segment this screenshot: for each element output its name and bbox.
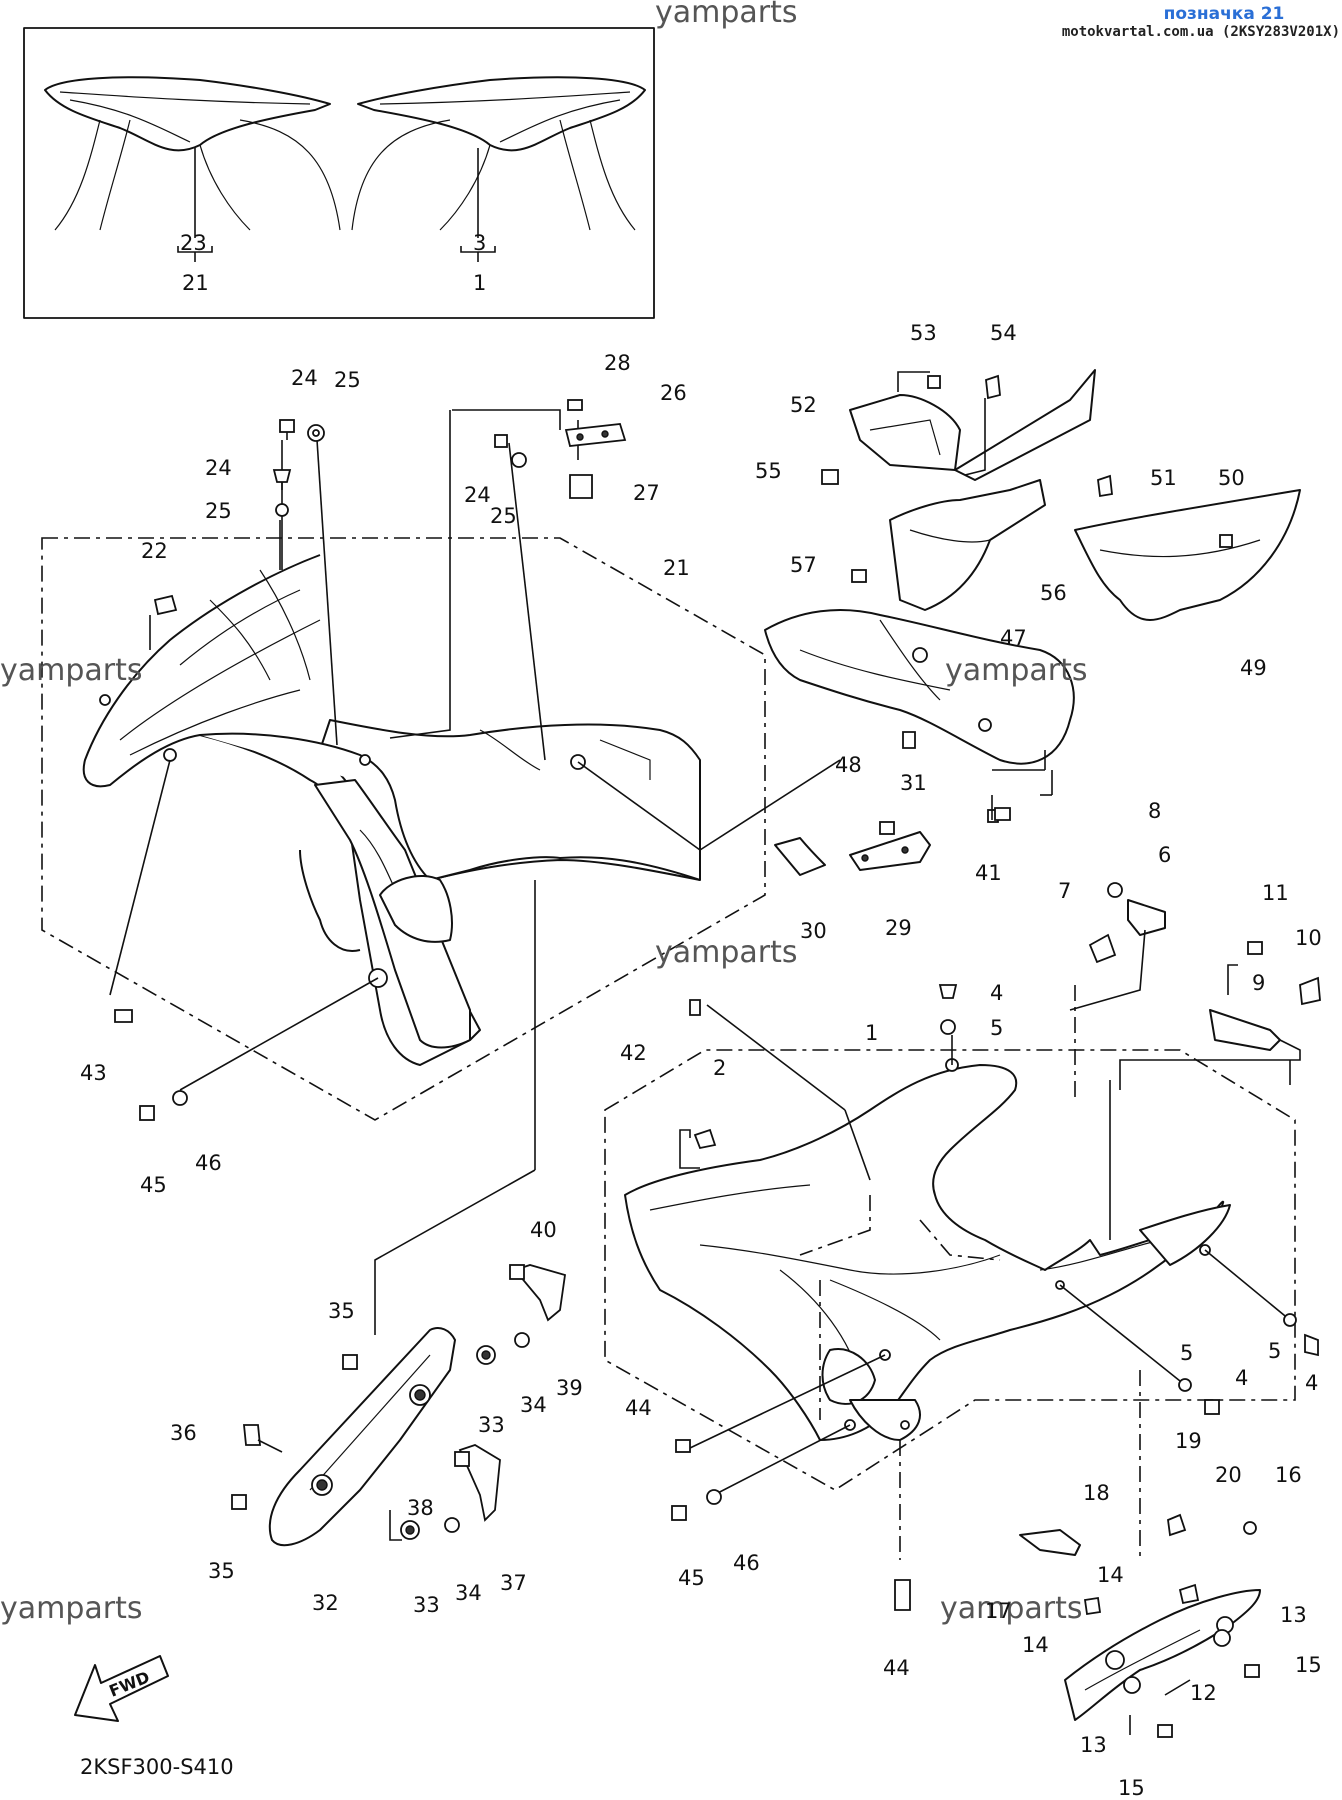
- callout-5: 5: [990, 1016, 1003, 1040]
- watermark: yamparts: [940, 1591, 1083, 1626]
- callout-25: 25: [490, 504, 517, 528]
- callout-20: 20: [1215, 1463, 1242, 1487]
- callout-4: 4: [990, 981, 1003, 1005]
- callout-31: 31: [900, 771, 927, 795]
- callout-15: 15: [1118, 1776, 1145, 1800]
- callout-18: 18: [1083, 1481, 1110, 1505]
- callout-4: 4: [1235, 1366, 1248, 1390]
- callout-13: 13: [1080, 1733, 1107, 1757]
- callout-8: 8: [1148, 799, 1161, 823]
- callout-22: 22: [141, 539, 168, 563]
- callout-28: 28: [604, 351, 631, 375]
- callout-35: 35: [328, 1299, 355, 1323]
- callout-41: 41: [975, 861, 1002, 885]
- callout-16: 16: [1275, 1463, 1302, 1487]
- callout-27: 27: [633, 481, 660, 505]
- left-side-cowling: [41, 537, 766, 1121]
- fwd-arrow: FWD: [74, 1655, 169, 1722]
- callout-15: 15: [1295, 1653, 1322, 1677]
- callout-1: 1: [865, 1021, 878, 1045]
- watermark: yamparts: [655, 0, 798, 30]
- callout-44: 44: [625, 1396, 652, 1420]
- callout-21: 21: [663, 556, 690, 580]
- callout-2: 2: [713, 1056, 726, 1080]
- callout-labels: 23 21 3 1 24 25 24 25 22 28 26 27 24 25 …: [80, 231, 1322, 1800]
- header-source: motokvartal.com.ua (2KSY283V201X): [1061, 24, 1340, 40]
- right-brackets-6-11: [1069, 882, 1321, 1100]
- watermark: yamparts: [0, 1591, 143, 1626]
- callout-12: 12: [1190, 1681, 1217, 1705]
- callout-46: 46: [733, 1551, 760, 1575]
- callout-37: 37: [500, 1571, 527, 1595]
- upper-right-brackets: [764, 369, 1301, 821]
- lower-left-cover: [231, 1264, 567, 1547]
- callout-3: 3: [473, 231, 486, 255]
- callout-24: 24: [464, 483, 491, 507]
- inset-panel: [23, 27, 655, 319]
- callout-7: 7: [1058, 879, 1071, 903]
- callout-17: 17: [985, 1599, 1012, 1623]
- callout-33: 33: [413, 1593, 440, 1617]
- callout-13: 13: [1280, 1603, 1307, 1627]
- callout-32: 32: [312, 1591, 339, 1615]
- callout-26: 26: [660, 381, 687, 405]
- bracket-29-30-31: [774, 770, 1053, 876]
- callout-21: 21: [182, 271, 209, 295]
- callout-44: 44: [883, 1656, 910, 1680]
- callout-19: 19: [1175, 1429, 1202, 1453]
- callout-38: 38: [407, 1496, 434, 1520]
- callout-50: 50: [1218, 466, 1245, 490]
- callout-33: 33: [478, 1413, 505, 1437]
- lower-right-panel: [1019, 1513, 1261, 1738]
- callout-34: 34: [455, 1581, 482, 1605]
- callout-57: 57: [790, 553, 817, 577]
- callout-5: 5: [1268, 1339, 1281, 1363]
- callout-43: 43: [80, 1061, 107, 1085]
- callout-6: 6: [1158, 843, 1171, 867]
- callout-9: 9: [1252, 971, 1265, 995]
- watermark: yamparts: [655, 935, 798, 970]
- callout-55: 55: [755, 459, 782, 483]
- callout-10: 10: [1295, 926, 1322, 950]
- callout-54: 54: [990, 321, 1017, 345]
- callout-40: 40: [530, 1218, 557, 1242]
- callout-46: 46: [195, 1151, 222, 1175]
- left-hardware: [114, 399, 627, 1121]
- callout-47: 47: [1000, 626, 1027, 650]
- callout-29: 29: [885, 916, 912, 940]
- callout-36: 36: [170, 1421, 197, 1445]
- callout-35: 35: [208, 1559, 235, 1583]
- callout-56: 56: [1040, 581, 1067, 605]
- callout-25: 25: [205, 499, 232, 523]
- callout-5: 5: [1180, 1341, 1193, 1365]
- right-leaders: [679, 1004, 1291, 1498]
- callout-30: 30: [800, 919, 827, 943]
- callout-14: 14: [1022, 1633, 1049, 1657]
- callout-11: 11: [1262, 881, 1289, 905]
- callout-23: 23: [180, 231, 207, 255]
- callout-24: 24: [291, 366, 318, 390]
- diagram-code: 2KSF300-S410: [80, 1755, 234, 1779]
- right-hardware: [671, 984, 1319, 1611]
- watermark: yamparts: [945, 653, 1088, 688]
- callout-53: 53: [910, 321, 937, 345]
- callout-51: 51: [1150, 466, 1177, 490]
- callout-49: 49: [1240, 656, 1267, 680]
- callout-1: 1: [473, 271, 486, 295]
- callout-14: 14: [1097, 1563, 1124, 1587]
- callout-48: 48: [835, 753, 862, 777]
- callout-25: 25: [334, 368, 361, 392]
- watermark: yamparts: [0, 653, 143, 688]
- callout-45: 45: [140, 1173, 167, 1197]
- header-title: позначка 21: [1163, 4, 1285, 24]
- callout-52: 52: [790, 393, 817, 417]
- callout-39: 39: [556, 1376, 583, 1400]
- callout-42: 42: [620, 1041, 647, 1065]
- callout-24: 24: [205, 456, 232, 480]
- callout-34: 34: [520, 1393, 547, 1417]
- right-side-cowling: [604, 1049, 1296, 1560]
- callout-4: 4: [1305, 1371, 1318, 1395]
- callout-45: 45: [678, 1566, 705, 1590]
